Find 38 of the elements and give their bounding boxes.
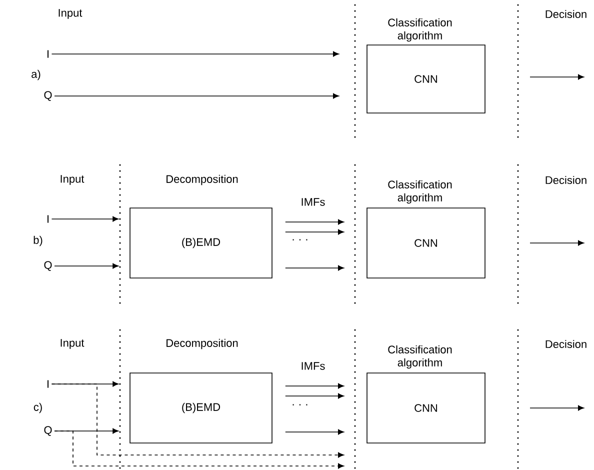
signal-label: I — [48, 215, 49, 223]
arrow — [51, 216, 119, 222]
arrow — [285, 393, 344, 399]
text-label: Decision — [546, 10, 586, 18]
process-box: CNN — [366, 44, 486, 114]
arrow — [51, 51, 339, 57]
text-label: Input — [58, 9, 82, 19]
arrow — [285, 229, 344, 235]
arrow — [51, 384, 344, 458]
text-label: c) — [34, 402, 42, 414]
text-label: Decomposition — [166, 338, 238, 350]
text-label: Decision — [546, 176, 586, 184]
arrow — [54, 263, 119, 269]
text-label: a) — [32, 70, 40, 80]
arrow — [285, 219, 344, 225]
signal-label: Q — [44, 91, 52, 101]
arrow — [285, 429, 344, 435]
arrow — [285, 383, 344, 389]
signal-label: Q — [44, 426, 52, 436]
signal-label: I — [48, 380, 49, 388]
text-label: · · · — [292, 404, 308, 406]
text-label: Decision — [546, 340, 586, 348]
process-box: (B)EMD — [130, 372, 272, 444]
text-label: · · · — [292, 239, 308, 240]
text-label: Decomposition — [166, 174, 238, 186]
arrow — [54, 430, 344, 469]
text-label: IMFs — [302, 362, 325, 370]
process-box: (B)EMD — [130, 208, 272, 278]
text-label: Input — [60, 175, 84, 185]
text-label: b) — [34, 236, 42, 246]
process-box: CNN — [366, 372, 486, 444]
process-box: CNN — [366, 208, 486, 278]
arrow — [285, 265, 344, 271]
signal-label: I — [48, 50, 49, 58]
text-label: Input — [60, 339, 84, 349]
signal-label: Q — [44, 261, 52, 271]
arrow — [54, 93, 339, 99]
text-label: IMFs — [302, 198, 325, 206]
